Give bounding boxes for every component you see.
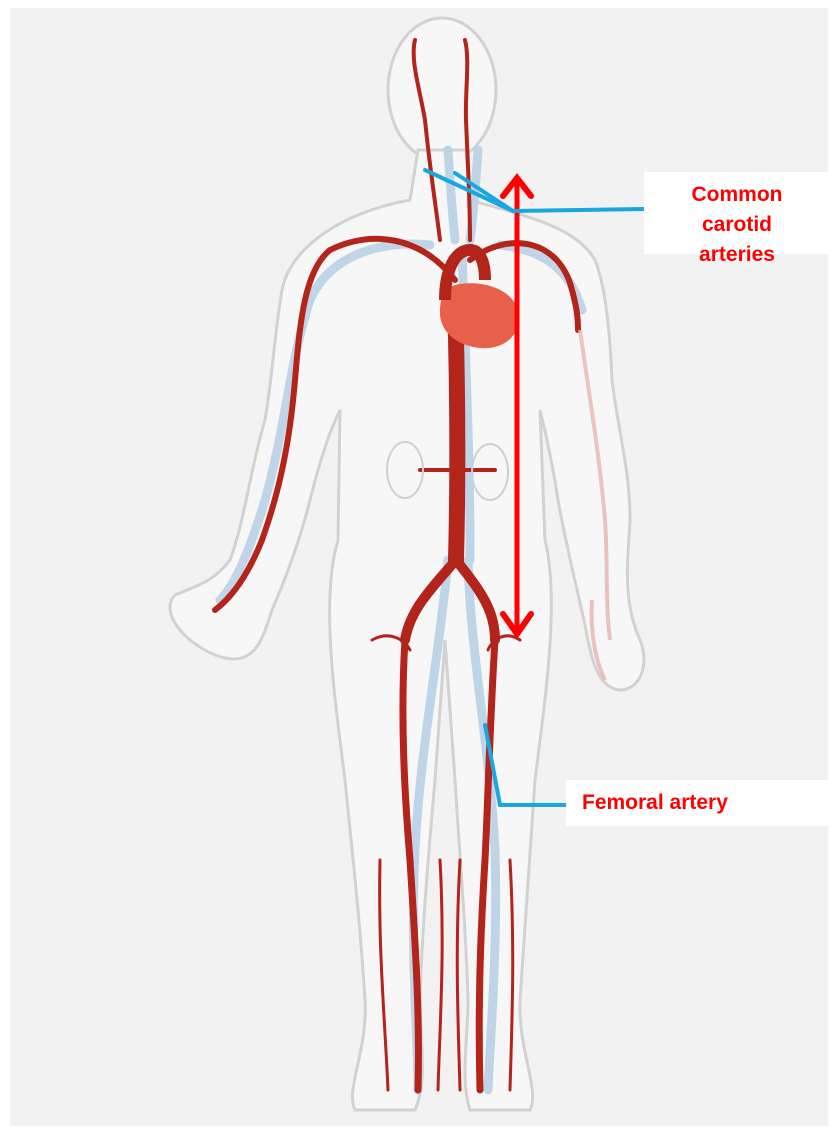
carotid-label-line-3: arteries — [644, 240, 830, 270]
carotid-label-line-1: Common — [644, 180, 830, 210]
carotid-label-line-2: carotid — [644, 210, 830, 240]
carotid-arteries-label: Common carotid arteries — [644, 172, 830, 254]
femoral-artery-label: Femoral artery — [566, 780, 831, 826]
